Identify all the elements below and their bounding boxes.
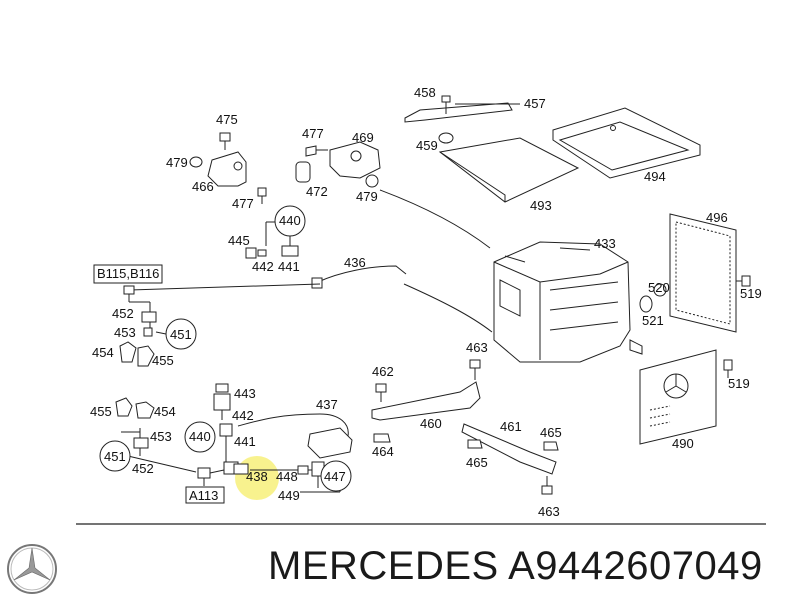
- label-463-top: 463: [466, 340, 488, 355]
- label-469: 469: [352, 130, 374, 145]
- label-433: 433: [594, 236, 616, 251]
- label-477-right: 477: [302, 126, 324, 141]
- label-440-bottom: 440: [189, 429, 211, 444]
- label-494: 494: [644, 169, 666, 184]
- label-465-right: 465: [540, 425, 562, 440]
- label-436: 436: [344, 255, 366, 270]
- label-442-top: 442: [252, 259, 274, 274]
- box-label-b115-b116: B115,B116: [97, 266, 159, 281]
- label-465-left: 465: [466, 455, 488, 470]
- label-457: 457: [524, 96, 546, 111]
- label-454-bottom: 454: [154, 404, 176, 419]
- label-479-right: 479: [356, 189, 378, 204]
- label-441-top: 441: [278, 259, 300, 274]
- part-number-caption: MERCEDES A9442607049: [268, 544, 763, 588]
- callout-boxes: [93, 264, 225, 504]
- label-477-left: 477: [232, 196, 254, 211]
- label-443: 443: [234, 386, 256, 401]
- label-493: 493: [530, 198, 552, 213]
- label-455-bottom: 455: [90, 404, 112, 419]
- label-452-bottom: 452: [132, 461, 154, 476]
- label-464: 464: [372, 444, 394, 459]
- label-466: 466: [192, 179, 214, 194]
- label-441-bottom: 441: [234, 434, 256, 449]
- label-458: 458: [414, 85, 436, 100]
- label-448: 448: [276, 469, 298, 484]
- box-label-a113: A113: [189, 488, 218, 503]
- part-labels: 458 457 459 494 493 475 479 466 477 477 …: [90, 85, 762, 519]
- label-479-left: 479: [166, 155, 188, 170]
- label-519-bottom: 519: [728, 376, 750, 391]
- label-519-top: 519: [740, 286, 762, 301]
- label-462: 462: [372, 364, 394, 379]
- label-461: 461: [500, 419, 522, 434]
- label-460: 460: [420, 416, 442, 431]
- label-451-bottom: 451: [104, 449, 126, 464]
- mercedes-star-icon: [7, 544, 57, 594]
- label-455-top: 455: [152, 353, 174, 368]
- label-449: 449: [278, 488, 300, 503]
- label-451-top: 451: [170, 327, 192, 342]
- label-438: 438: [246, 469, 268, 484]
- label-521: 521: [642, 313, 664, 328]
- label-475: 475: [216, 112, 238, 127]
- label-452-top: 452: [112, 306, 134, 321]
- label-453-bottom: 453: [150, 429, 172, 444]
- label-437: 437: [316, 397, 338, 412]
- label-447: 447: [324, 469, 346, 484]
- label-496: 496: [706, 210, 728, 225]
- label-520: 520: [648, 280, 670, 295]
- label-463-bottom: 463: [538, 504, 560, 519]
- label-442-bottom: 442: [232, 408, 254, 423]
- callout-circles: [99, 205, 352, 492]
- label-453-top: 453: [114, 325, 136, 340]
- drawing-lines: [115, 95, 751, 495]
- label-472: 472: [306, 184, 328, 199]
- label-440-top: 440: [279, 213, 301, 228]
- label-459: 459: [416, 138, 438, 153]
- label-454-top: 454: [92, 345, 114, 360]
- label-490: 490: [672, 436, 694, 451]
- label-445: 445: [228, 233, 250, 248]
